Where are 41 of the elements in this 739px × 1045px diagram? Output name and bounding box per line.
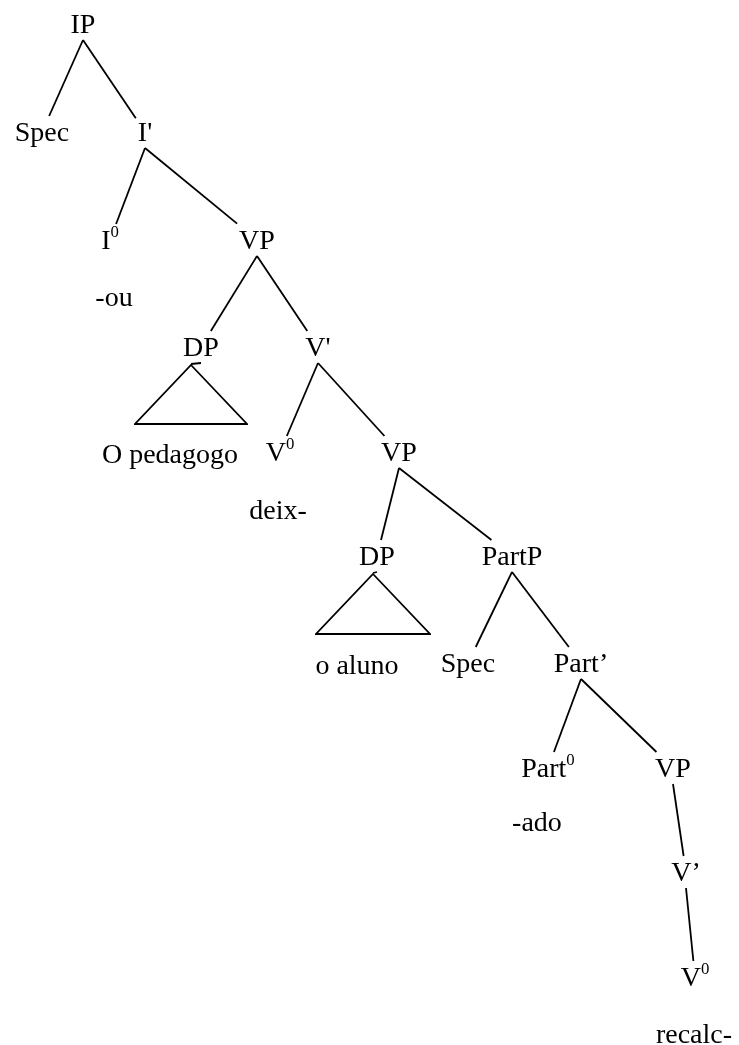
tree-branch [474,571,513,648]
category-label: Part’ [553,649,609,677]
tree-branch [82,39,137,120]
category-label: Spec [14,118,70,146]
morpheme-label: -ado [512,808,562,836]
tree-branch [285,362,319,437]
tree-branch [48,39,84,117]
category-label: V$^{0}$ [680,963,710,991]
category-label: V$^{0}$ [265,438,295,466]
tree-branch [672,783,685,857]
category-label: Spec [440,649,496,677]
morpheme-label: -ou [95,283,133,311]
tree-branch [256,255,309,332]
tree-branch [398,467,493,541]
tree-branch [190,362,202,365]
category-label: IP [70,10,96,38]
tree-branch [144,147,238,225]
category-label: V’ [671,858,701,886]
category-label: VP [239,226,275,254]
category-label: VP [655,754,691,782]
category-label: Part$^{0}$ [521,754,575,782]
tree-branch [380,467,400,541]
category-label: PartP [481,542,543,570]
category-label: V' [305,333,331,361]
tree-branch [209,255,258,332]
tree-branch [553,678,582,753]
tree-branch [685,887,695,962]
category-label: VP [381,438,417,466]
tree-branch [115,147,146,225]
tree-branch [317,362,386,437]
tree-branch [372,571,378,574]
category-label: I$^{0}$ [101,226,119,254]
category-label: DP [359,542,395,570]
tree-branch [511,571,570,648]
tree-branch [580,678,658,753]
category-label: I' [137,118,153,146]
phrase-text: O pedagogo [101,440,239,468]
phrase-text: o aluno [315,651,399,679]
morpheme-label: recalc- [655,1020,733,1045]
morpheme-label: deix- [249,496,307,524]
category-label: DP [183,333,219,361]
